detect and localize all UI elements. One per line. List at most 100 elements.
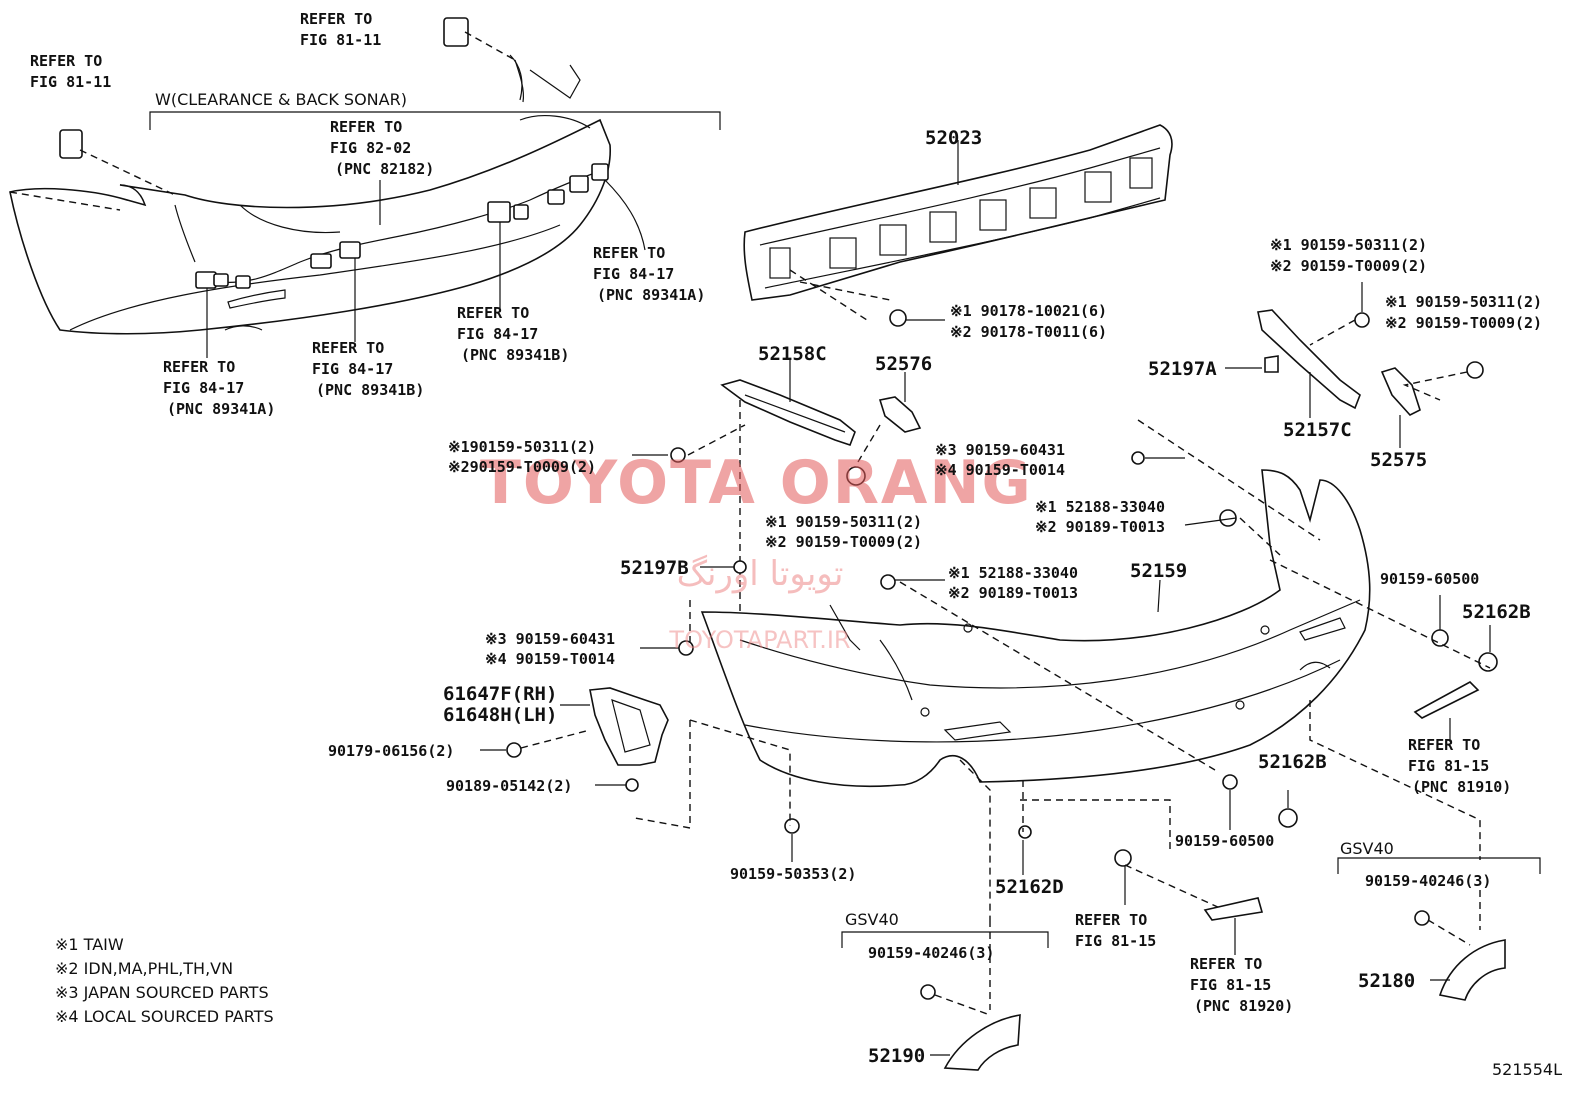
part-52180: 52180 — [1358, 970, 1415, 992]
part-90159-60500-right: 90159-60500 — [1380, 570, 1479, 588]
bolt-90178-l2: ※2 90178-T0011(6) — [950, 323, 1107, 341]
clip-top-right2-l1: ※1 90159-50311(2) — [1385, 293, 1542, 311]
ref-81-15-bottom-l3: (PNC 81920) — [1194, 997, 1293, 1015]
svg-text:※190159-50311(2)※290159-T0009(: ※190159-50311(2) ※290159-T0009(2) — [448, 438, 596, 476]
clip-top-right1-l2: ※2 90159-T0009(2) — [1270, 257, 1427, 275]
clip-left-upper-l1: ※190159-50311(2) — [448, 438, 596, 456]
bracket-61647f-61648h — [480, 687, 669, 792]
note-3: ※3 JAPAN SOURCED PARTS — [55, 983, 269, 1002]
ref-84-17b-l3: (PNC 89341B) — [461, 346, 569, 364]
lower-parts — [791, 595, 1541, 1071]
ref-81-11a-l1: REFER TO — [30, 52, 102, 70]
svg-text:※1 52188-33040※2 90189-T0013: ※1 52188-33040 ※2 90189-T0013 — [1035, 498, 1165, 536]
part-52162d: 52162D — [995, 876, 1064, 898]
clip-52188-right-l2: ※2 90189-T0013 — [1035, 518, 1165, 536]
gsv40-right: GSV40 — [1340, 839, 1394, 858]
ref-81-15-bottom-l2: FIG 81-15 — [1190, 976, 1271, 994]
part-90159-40246-left: 90159-40246(3) — [868, 944, 994, 962]
part-52157c: 52157C — [1283, 419, 1352, 441]
sonar-group-label: W(CLEARANCE & BACK SONAR) — [155, 90, 407, 109]
clip-52188-center-l1: ※1 52188-33040 — [948, 564, 1078, 582]
part-61647f: 61647F(RH) — [443, 683, 557, 705]
screw-60431-left-l2: ※4 90159-T0014 — [485, 650, 615, 668]
part-52023: 52023 — [925, 127, 982, 149]
part-52159: 52159 — [1130, 560, 1187, 582]
part-90189-05142: 90189-05142(2) — [446, 777, 572, 795]
svg-text:※1 90159-50311(2)※2 90159-T000: ※1 90159-50311(2) ※2 90159-T0009(2) — [1270, 236, 1427, 275]
ref-81-15-center-l1: REFER TO — [1075, 911, 1147, 929]
ref-84-17b-l2: FIG 84-17 — [457, 325, 538, 343]
retainers-left — [632, 360, 922, 615]
part-90159-50353: 90159-50353(2) — [730, 865, 856, 883]
part-61648h: 61648H(LH) — [443, 704, 557, 726]
ref-84-17d-l3: (PNC 89341A) — [167, 400, 275, 418]
clip-left-upper-l2: ※290159-T0009(2) — [448, 458, 596, 476]
bolt-90178-l1: ※1 90178-10021(6) — [950, 302, 1107, 320]
svg-text:※1 90178-10021(6)※2 90178-T001: ※1 90178-10021(6) ※2 90178-T0011(6) — [950, 302, 1107, 341]
ref-81-15-right-l1: REFER TO — [1408, 736, 1480, 754]
gsv40-left: GSV40 — [845, 910, 899, 929]
watermark-site: TOYOTAPART.IR — [668, 626, 850, 654]
clip-center-l2: ※2 90159-T0009(2) — [765, 533, 922, 551]
ref-81-11b-l2: FIG 81-11 — [300, 31, 381, 49]
watermark: TOYOTA ORANG تویوتا اورنگ TOYOTAPART.IR — [480, 448, 1033, 654]
screw-60431-center-l1: ※3 90159-60431 — [935, 441, 1065, 459]
part-52162b-right: 52162B — [1462, 601, 1531, 623]
ref-84-17b-l1: REFER TO — [457, 304, 529, 322]
note-2: ※2 IDN,MA,PHL,TH,VN — [55, 959, 233, 978]
part-52190: 52190 — [868, 1045, 925, 1067]
bumper-cover-52159 — [634, 419, 1498, 920]
callout-labels: REFER TO FIG 81-11 REFER TO FIG 81-11 W(CL… — [30, 10, 1562, 1079]
ref-81-11a-l2: FIG 81-11 — [30, 73, 111, 91]
part-90159-40246-right: 90159-40246(3) — [1365, 872, 1491, 890]
sonar-leaders — [206, 179, 646, 358]
svg-text:※3 90159-60431※4 90159-T0014: ※3 90159-60431 ※4 90159-T0014 — [935, 441, 1065, 479]
clip-top-right2-l2: ※2 90159-T0009(2) — [1385, 314, 1542, 332]
svg-text:※1 90159-50311(2)※2 90159-T000: ※1 90159-50311(2) ※2 90159-T0009(2) — [765, 513, 922, 551]
ref-84-17a-l2: FIG 84-17 — [593, 265, 674, 283]
screw-60431-left-l1: ※3 90159-60431 — [485, 630, 615, 648]
ref-81-11b-l1: REFER TO — [300, 10, 372, 28]
screw-60431-center-l2: ※4 90159-T0014 — [935, 461, 1065, 479]
part-52158c: 52158C — [758, 343, 827, 365]
ref-84-17d-l1: REFER TO — [163, 358, 235, 376]
ref-81-15-center-l2: FIG 81-15 — [1075, 932, 1156, 950]
part-90159-60500-center: 90159-60500 — [1175, 832, 1274, 850]
ref-84-17a-l3: (PNC 89341A) — [597, 286, 705, 304]
part-52197b: 52197B — [620, 557, 689, 579]
ref-84-17c-l1: REFER TO — [312, 339, 384, 357]
note-1: ※1 TAIW — [55, 935, 124, 954]
note-4: ※4 LOCAL SOURCED PARTS — [55, 1007, 274, 1026]
ref-81-15-bottom-l1: REFER TO — [1190, 955, 1262, 973]
illustration-id: 521554L — [1492, 1060, 1562, 1079]
ref-82-02-l3: (PNC 82182) — [335, 160, 434, 178]
reinforcement-52023 — [743, 124, 1173, 327]
svg-text:※1 90159-50311(2)※2 90159-T000: ※1 90159-50311(2) ※2 90159-T0009(2) — [1385, 293, 1542, 332]
watermark-title: TOYOTA ORANG — [480, 448, 1033, 518]
part-52162b-center: 52162B — [1258, 751, 1327, 773]
ref-84-17c-l2: FIG 84-17 — [312, 360, 393, 378]
part-90179-06156: 90179-06156(2) — [328, 742, 454, 760]
clip-top-right1-l1: ※1 90159-50311(2) — [1270, 236, 1427, 254]
svg-text:※3 90159-60431※4 90159-T0014: ※3 90159-60431 ※4 90159-T0014 — [485, 630, 615, 668]
part-52197a: 52197A — [1148, 358, 1217, 380]
clip-52188-right-l1: ※1 52188-33040 — [1035, 498, 1165, 516]
clip-center-l1: ※1 90159-50311(2) — [765, 513, 922, 531]
retainers-right — [1225, 282, 1484, 448]
ref-82-02-l1: REFER TO — [330, 118, 402, 136]
part-52576: 52576 — [875, 353, 932, 375]
ref-84-17d-l2: FIG 84-17 — [163, 379, 244, 397]
svg-text:※1 52188-33040※2 90189-T0013: ※1 52188-33040※2 90189-T0013 — [948, 564, 1078, 602]
ref-81-15-right-l2: FIG 81-15 — [1408, 757, 1489, 775]
